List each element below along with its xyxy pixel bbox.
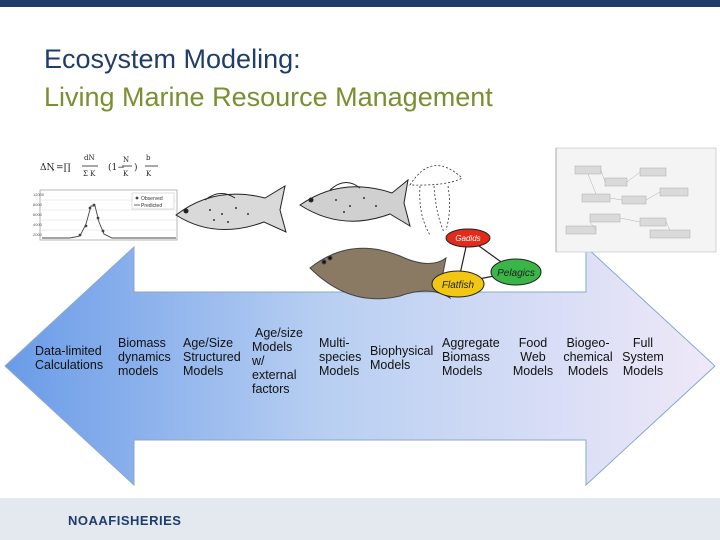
- top-bar: [0, 0, 720, 7]
- gadids-node: [445, 228, 491, 248]
- svg-text:K: K: [146, 170, 152, 178]
- equation-graphic: ΔN , =∏ dN Σ K (1− N K ) b K: [40, 154, 158, 178]
- flatfish-node: [431, 270, 485, 298]
- svg-text:,: ,: [52, 163, 55, 173]
- svg-text:2000: 2000: [33, 232, 43, 237]
- gadids-label: Gadids: [455, 234, 480, 243]
- cod-fish-icon: [175, 184, 287, 233]
- svg-text:Σ K: Σ K: [83, 170, 96, 178]
- chart-legend-predicted: Predicted: [141, 203, 162, 209]
- svg-text:dN: dN: [84, 154, 95, 162]
- svg-text:b: b: [146, 154, 151, 162]
- noaa-fisheries-logo: NOAAFISHERIES: [68, 513, 182, 528]
- flatfish-label: Flatfish: [442, 280, 475, 291]
- svg-text:6000: 6000: [33, 212, 43, 217]
- svg-text:=∏: =∏: [56, 163, 71, 173]
- haddock-fish-icon: [299, 178, 411, 228]
- svg-text:8000: 8000: [33, 202, 43, 207]
- pelagics-node: [490, 258, 542, 286]
- page-title: Ecosystem Modeling:: [44, 44, 301, 74]
- svg-text:ΔN: ΔN: [40, 163, 54, 173]
- mini-chart: Observed Predicted 12000 8000 6000 4000 200…: [33, 189, 178, 241]
- chart-legend-observed: Observed: [141, 196, 163, 202]
- svg-text:12000: 12000: [33, 192, 45, 197]
- chart-predicted-line: [42, 205, 176, 239]
- svg-text:K: K: [123, 170, 129, 178]
- biogeochemical-schematic: [555, 147, 717, 253]
- svg-text:): ): [134, 162, 138, 173]
- food-web-diagram: Gadids Flatfish Pelagics: [431, 228, 542, 298]
- page-subtitle: Living Marine Resource Management: [44, 82, 493, 112]
- svg-text:N: N: [123, 156, 129, 164]
- halibut-fish-icon: [309, 247, 452, 300]
- svg-text:4000: 4000: [33, 222, 43, 227]
- svg-text:(1−: (1−: [108, 162, 125, 173]
- jellyfish-icon: [409, 165, 463, 236]
- pelagics-label: Pelagics: [497, 268, 535, 279]
- footer-bar: [0, 498, 720, 540]
